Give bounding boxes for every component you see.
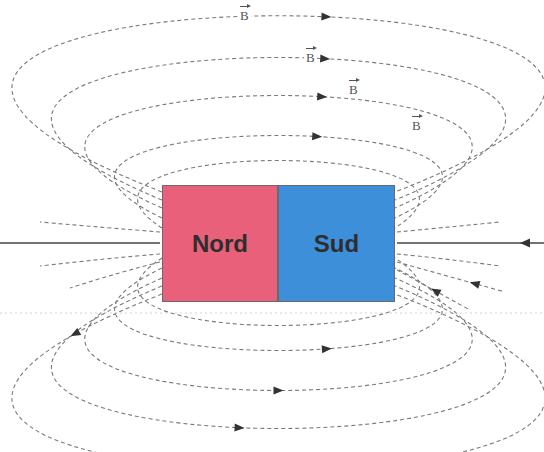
north-pole: Nord <box>162 185 278 302</box>
arrow-head <box>322 345 333 354</box>
field-line <box>397 222 500 232</box>
pole-label: Sud <box>314 230 359 258</box>
field-line <box>397 270 470 310</box>
arrow-head <box>320 54 330 63</box>
arrow-head <box>273 386 283 394</box>
field-vector-label: B <box>410 114 423 132</box>
arrow-head <box>321 13 331 21</box>
field-line <box>51 58 505 201</box>
field-vector-label: B <box>238 4 251 22</box>
field-line <box>70 262 160 288</box>
south-pole: Sud <box>278 185 395 302</box>
arrow-head <box>234 423 244 431</box>
field-line <box>397 262 505 292</box>
field-line <box>397 254 500 266</box>
field-vector-label: B <box>304 46 317 64</box>
axis-line <box>0 242 160 243</box>
outline-line <box>0 313 544 314</box>
field-line <box>40 222 160 232</box>
arrow-head <box>317 92 327 101</box>
field-line <box>40 254 160 266</box>
arrow-head <box>69 328 82 340</box>
arrow-head <box>520 239 530 248</box>
field-line <box>51 286 505 429</box>
arrow-head <box>469 278 481 288</box>
arrow-head <box>312 132 322 141</box>
arrow-head <box>429 285 442 297</box>
field-vector-label: B <box>347 78 360 96</box>
pole-label: Nord <box>192 230 248 258</box>
